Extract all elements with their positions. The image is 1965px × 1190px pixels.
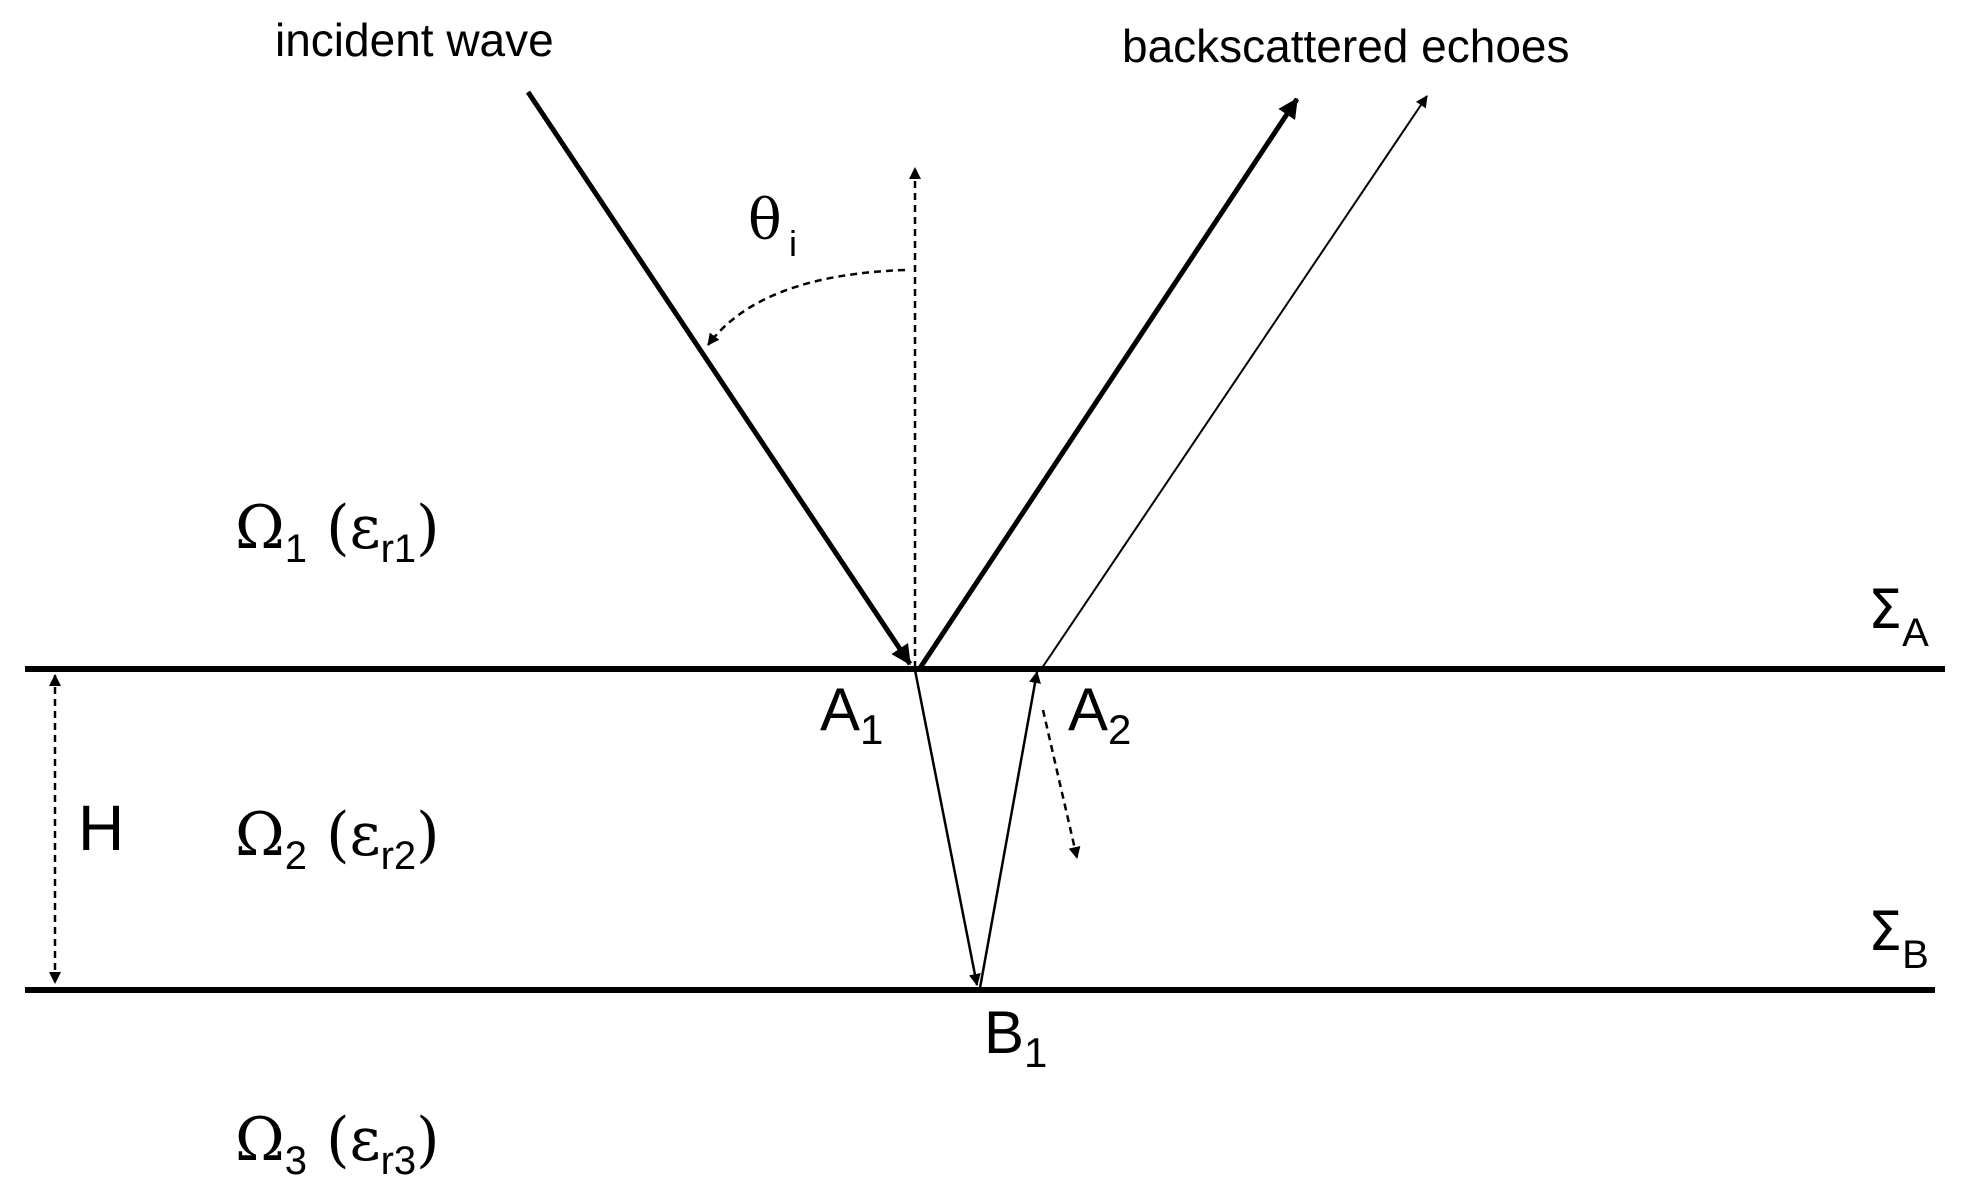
sigma-a-sub: A bbox=[1902, 611, 1929, 655]
incident-wave-ray bbox=[525, 90, 913, 666]
omega1-close: ) bbox=[416, 493, 439, 563]
omega2-index: 2 bbox=[285, 834, 307, 878]
b1-sub: 1 bbox=[1024, 1029, 1047, 1076]
theta-subscript: i bbox=[789, 223, 797, 264]
b1-letter: B bbox=[984, 999, 1024, 1066]
a1-sub: 1 bbox=[860, 706, 883, 753]
a2-sub: 2 bbox=[1108, 706, 1131, 753]
theta-symbol: θ bbox=[748, 188, 782, 253]
point-a2-label: A2 bbox=[1068, 676, 1131, 753]
sigma-b-symbol: Σ bbox=[1868, 900, 1902, 963]
omega1-eps-sub: r1 bbox=[381, 527, 417, 571]
omega2-close: ) bbox=[416, 800, 439, 870]
omega3-close: ) bbox=[416, 1105, 439, 1175]
reflected-ray-in-layer bbox=[978, 671, 1041, 989]
omega3-index: 3 bbox=[285, 1139, 307, 1183]
medium-omega1-label: Ω1 (εr1) bbox=[235, 493, 440, 571]
theta-i-label: θ i bbox=[748, 188, 797, 264]
backscattered-echoes-label: backscattered echoes bbox=[1122, 20, 1570, 72]
omega2-eps-sub: r2 bbox=[381, 834, 417, 878]
omega3-symbol: Ω bbox=[235, 1105, 285, 1175]
incidence-angle-arc bbox=[706, 268, 906, 346]
transmitted-ray bbox=[913, 669, 981, 986]
omega3-open: (ε bbox=[307, 1105, 381, 1175]
a1-letter: A bbox=[820, 676, 860, 743]
point-b1-label: B1 bbox=[984, 999, 1047, 1076]
sigma-b-sub: B bbox=[1902, 933, 1929, 977]
sigma-a-label: ΣA bbox=[1868, 578, 1929, 655]
medium-omega3-label: Ω3 (εr3) bbox=[235, 1105, 440, 1183]
omega1-index: 1 bbox=[285, 527, 307, 571]
sigma-a-symbol: Σ bbox=[1868, 578, 1902, 641]
thickness-label: H bbox=[78, 792, 124, 864]
omega3-eps-sub: r3 bbox=[381, 1139, 417, 1183]
medium-omega2-label: Ω2 (εr2) bbox=[235, 800, 440, 878]
internal-reflection-ray bbox=[1041, 709, 1081, 859]
omega1-symbol: Ω bbox=[235, 493, 285, 563]
point-a1-label: A1 bbox=[820, 676, 883, 753]
a2-letter: A bbox=[1068, 676, 1108, 743]
omega2-symbol: Ω bbox=[235, 800, 285, 870]
omega2-open: (ε bbox=[307, 800, 381, 870]
omega1-open: (ε bbox=[307, 493, 381, 563]
echo-ray-2 bbox=[1041, 95, 1428, 669]
sigma-b-label: ΣB bbox=[1868, 900, 1929, 977]
echo-ray-1 bbox=[917, 97, 1300, 670]
incident-wave-label: incident wave bbox=[275, 14, 554, 66]
